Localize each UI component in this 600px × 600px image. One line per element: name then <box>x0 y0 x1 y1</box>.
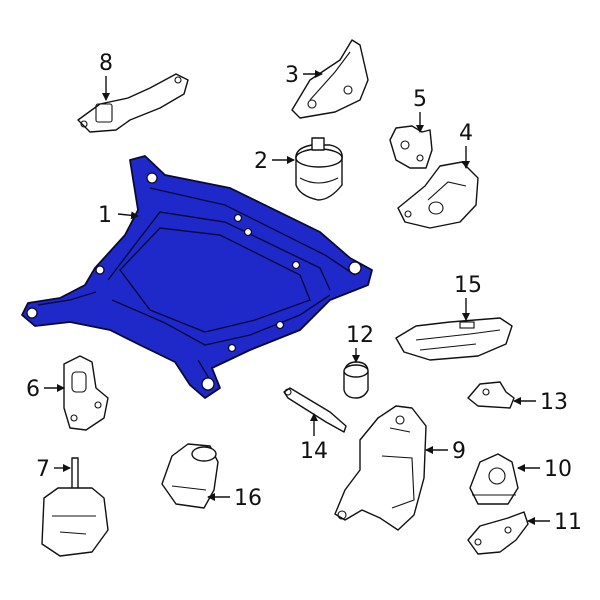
callout-16[interactable]: 16 <box>234 486 262 511</box>
bushing-part-12[interactable] <box>343 361 369 399</box>
bracket-part-8[interactable] <box>77 73 189 133</box>
leader-1 <box>117 211 139 220</box>
mount-part-4[interactable] <box>397 161 479 229</box>
mount-part-6[interactable] <box>63 355 109 431</box>
bracket-part-9[interactable] <box>334 405 427 531</box>
bracket-part-3[interactable] <box>291 39 369 119</box>
callout-1[interactable]: 1 <box>98 203 112 228</box>
callout-2[interactable]: 2 <box>254 149 268 174</box>
callout-11[interactable]: 11 <box>554 510 582 535</box>
callout-3[interactable]: 3 <box>285 63 299 88</box>
callout-5[interactable]: 5 <box>413 87 427 112</box>
bracket-part-11[interactable] <box>467 511 529 555</box>
plate-part-15[interactable] <box>395 317 513 361</box>
mount-part-7[interactable] <box>41 457 109 557</box>
leader-lines <box>44 70 550 525</box>
callout-14[interactable]: 14 <box>300 439 328 464</box>
callout-8[interactable]: 8 <box>99 51 113 76</box>
mount-part-16[interactable] <box>161 443 219 509</box>
callout-15[interactable]: 15 <box>454 273 482 298</box>
mount-part-13[interactable] <box>467 381 515 409</box>
mount-part-2[interactable] <box>295 137 343 201</box>
callout-6[interactable]: 6 <box>26 377 40 402</box>
callout-13[interactable]: 13 <box>540 390 568 415</box>
bracket-part-5[interactable] <box>389 125 433 169</box>
mount-part-10[interactable] <box>469 453 519 505</box>
callout-12[interactable]: 12 <box>346 323 374 348</box>
callout-labels: 1 2 3 4 5 6 7 8 9 10 11 12 13 14 15 16 <box>26 51 582 535</box>
callout-7[interactable]: 7 <box>36 457 50 482</box>
callout-9[interactable]: 9 <box>452 439 466 464</box>
callout-10[interactable]: 10 <box>544 457 572 482</box>
subframe-part-1[interactable] <box>21 155 373 399</box>
rod-part-14[interactable] <box>283 387 347 433</box>
callout-4[interactable]: 4 <box>459 121 473 146</box>
